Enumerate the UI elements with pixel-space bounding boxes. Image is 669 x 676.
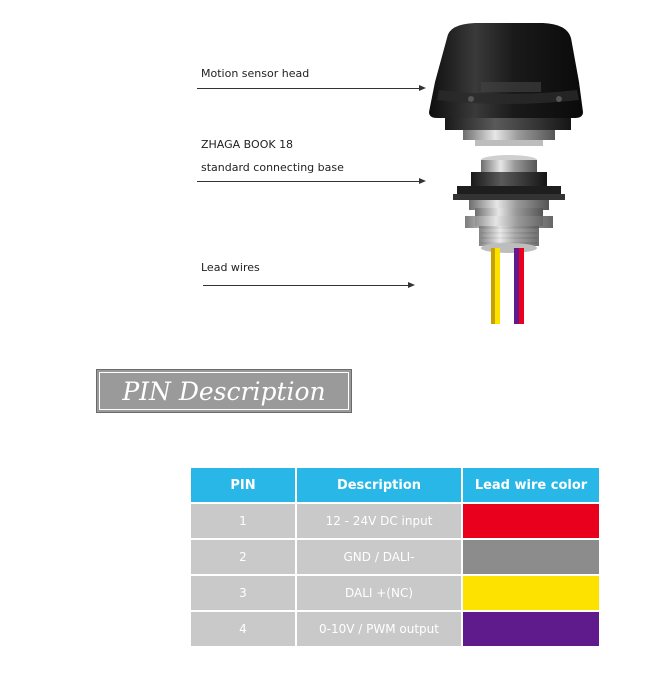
connecting-base-label: standard connecting base (201, 161, 344, 174)
base-pointer-line (197, 181, 419, 182)
lead-wires-illustration (491, 248, 524, 324)
table-header-row: PIN Description Lead wire color (191, 468, 599, 502)
pin-description-cell: 0-10V / PWM output (297, 612, 461, 646)
section-title: PIN Description (122, 376, 326, 406)
wire-color-swatch (463, 504, 599, 538)
sensor-device-illustration (429, 23, 583, 324)
connecting-base (453, 155, 565, 253)
pin-number-cell: 4 (191, 612, 295, 646)
head-pointer-line (197, 88, 419, 89)
pin-number-cell: 2 (191, 540, 295, 574)
wires-pointer-arrow (408, 282, 415, 288)
wires-pointer-line (203, 285, 408, 286)
lead-wires-label: Lead wires (201, 261, 260, 274)
pin-number-cell: 3 (191, 576, 295, 610)
header-lead-wire-color: Lead wire color (463, 468, 599, 502)
wire-color-swatch (463, 540, 599, 574)
pin-number-cell: 1 (191, 504, 295, 538)
wire-color-swatch (463, 612, 599, 646)
head-pointer-arrow (419, 85, 426, 91)
pin-description-cell: GND / DALI- (297, 540, 461, 574)
pin-description-cell: 12 - 24V DC input (297, 504, 461, 538)
motion-sensor-head-label: Motion sensor head (201, 67, 310, 80)
header-description: Description (297, 468, 461, 502)
base-pointer-arrow (419, 178, 426, 184)
header-pin: PIN (191, 468, 295, 502)
zhaga-label: ZHAGA BOOK 18 (201, 138, 294, 151)
sensor-head (429, 23, 583, 146)
wire-color-swatch (463, 576, 599, 610)
pin-description-banner: PIN Description (96, 369, 352, 413)
pin-description-cell: DALI +(NC) (297, 576, 461, 610)
